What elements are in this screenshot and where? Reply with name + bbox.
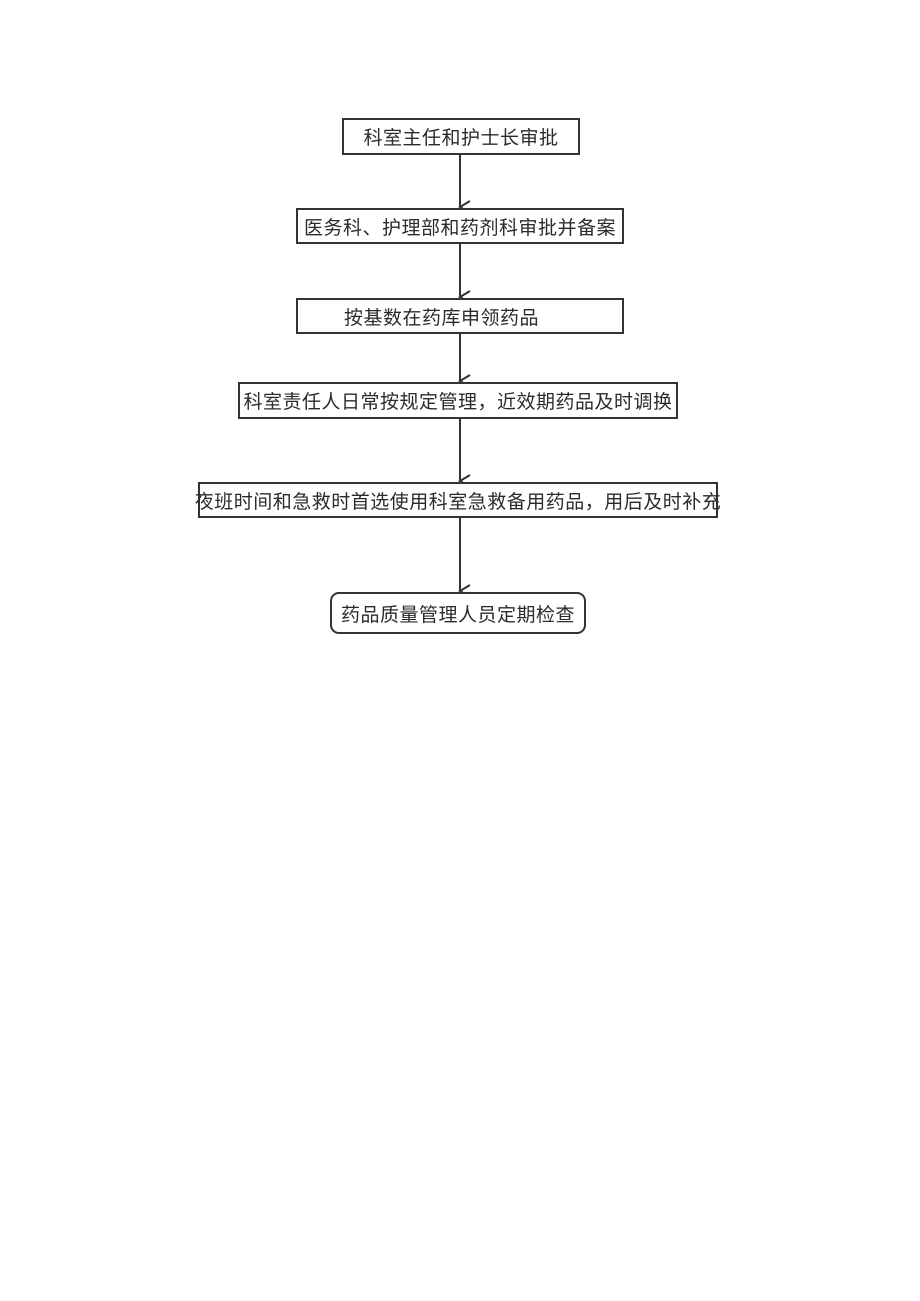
flow-node-admin-approval-filing: 医务科、护理部和药剂科审批并备案 <box>296 208 624 244</box>
flow-node-requisition: 按基数在药库申领药品 <box>296 298 624 334</box>
flow-node-label: 药品质量管理人员定期检查 <box>340 603 575 626</box>
flow-node-label: 按基数在药库申领药品 <box>344 306 540 329</box>
flow-node-label: 医务科、护理部和药剂科审批并备案 <box>303 216 616 239</box>
flow-node-daily-management: 科室责任人日常按规定管理，近效期药品及时调换 <box>238 382 678 419</box>
flow-node-emergency-use: 夜班时间和急救时首选使用科室急救备用药品，用后及时补充 <box>195 482 721 518</box>
flow-node-department-approval: 科室主任和护士长审批 <box>342 118 580 155</box>
flow-node-quality-inspection: 药品质量管理人员定期检查 <box>330 592 586 634</box>
flow-node-label: 科室责任人日常按规定管理，近效期药品及时调换 <box>243 391 673 413</box>
flow-node-label: 科室主任和护士长审批 <box>363 127 559 149</box>
flow-node-label: 夜班时间和急救时首选使用科室急救备用药品，用后及时补充 <box>194 490 722 513</box>
